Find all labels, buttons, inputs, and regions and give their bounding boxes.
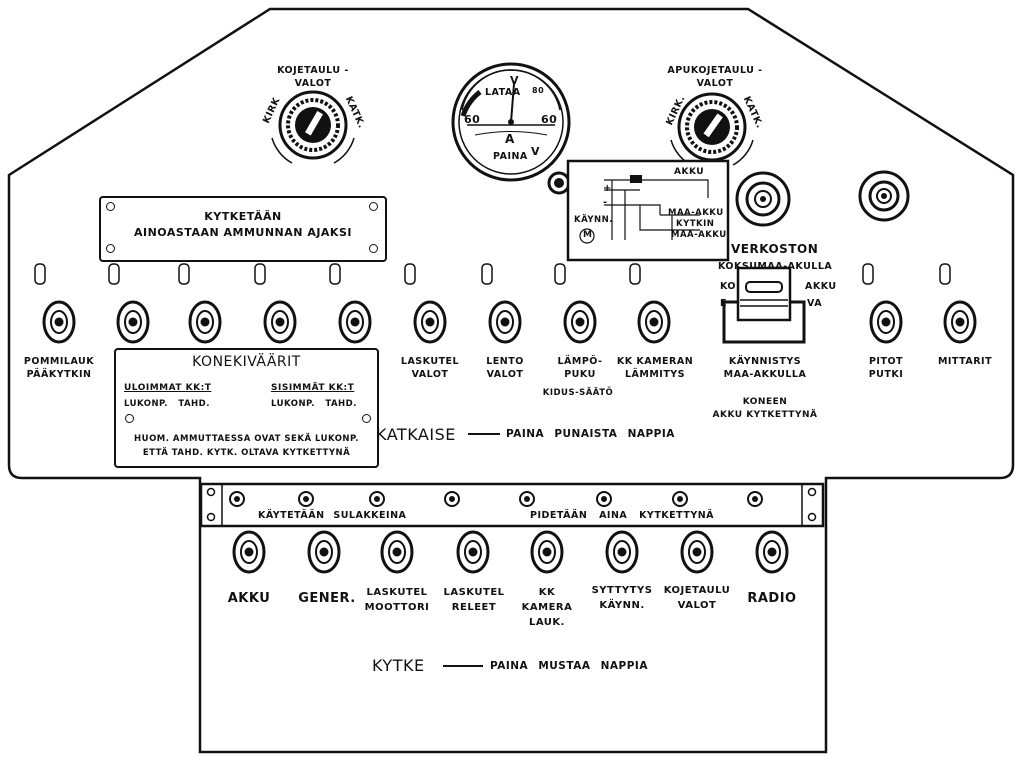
plate-screw	[106, 244, 115, 253]
ammeter-right-60: 60	[541, 113, 558, 126]
konekivaarit-note-2: ETTÄ TAHD. KYTK. OLTAVA KYTKETTYNÄ	[142, 448, 351, 458]
katkaise-instruction: PAINA PUNAISTA NAPPIA	[506, 428, 675, 440]
wiring-plus: +	[603, 183, 612, 194]
label-kaynnistys: KÄYNNISTYS MAA-AKKULLA	[723, 356, 807, 380]
top-toggle-row	[34, 263, 951, 285]
label-radio: RADIO	[747, 591, 797, 606]
kytketaan-line2: AINOASTAAN AMMUNNAN AJAKSI	[134, 226, 352, 239]
konekivaarit-right-sub: LUKONP. TAHD.	[271, 399, 357, 409]
label-laskutel-releet: LASKUTEL RELEET	[443, 587, 505, 613]
konekivaarit-plate: KONEKIVÄÄRIT ULOIMMAT KK:T SISIMMÄT KK:T…	[114, 348, 379, 468]
kytketaan-line1: KYTKETÄÄN	[204, 210, 282, 223]
bottom-button-row	[232, 530, 789, 574]
label-pommilauk: POMMILAUK PÄÄKYTKIN	[23, 356, 95, 380]
katkaise-word: KATKAISE	[376, 425, 456, 444]
wiring-diagram	[566, 159, 730, 262]
label-kk-kamera: KK KAMERA LAUK.	[521, 587, 573, 628]
ammeter-paina: PAINA	[493, 151, 528, 162]
label-lentovalot: LENTO VALOT	[486, 356, 524, 380]
verkoston-line3b: AKKU	[805, 281, 837, 292]
wiring-kaynn: KÄYNN.	[574, 215, 613, 225]
label-mittarit: MITTARIT	[937, 356, 993, 367]
fuse-strip-right-text: PIDETÄÄN AINA KYTKETTYNÄ	[530, 510, 715, 521]
dimmer-right-title: APUKOJETAULU - VALOT	[667, 65, 763, 89]
wiring-minus: -	[603, 197, 608, 208]
dimmer-left-title: KOJETAULU - VALOT	[277, 65, 349, 89]
verkoston-line4b: VA	[807, 298, 823, 309]
indicator-lamp	[547, 171, 571, 195]
ammeter-unit-a: A	[505, 132, 515, 146]
plate-screw	[362, 414, 371, 423]
dimmer-left-knob	[271, 90, 355, 164]
wiring-kytkin: KYTKIN	[676, 219, 715, 229]
wiring-maa-akku-2: MAA-AKKU	[671, 230, 727, 240]
round-gauge-1	[735, 171, 791, 227]
verkoston-line2: KOKSUMAA-AKULLA	[718, 261, 833, 272]
label-laskutel-valot: LASKUTEL VALOT	[400, 356, 460, 380]
konekivaarit-title: KONEKIVÄÄRIT	[192, 354, 301, 370]
label-kojetaulu-valot: KOJETAULU VALOT	[663, 585, 731, 611]
konekivaarit-left-sub: LUKONP. TAHD.	[124, 399, 210, 409]
label-gener: GENER.	[298, 591, 356, 606]
ammeter-gauge	[451, 62, 571, 182]
fuse-strip	[199, 482, 825, 528]
plate-screw	[369, 244, 378, 253]
label-kk-kameran: KK KAMERAN LÄMMITYS	[616, 356, 694, 380]
ground-battery-lever-switch	[722, 266, 806, 344]
konekivaarit-right-head: SISIMMÄT KK:T	[271, 383, 355, 393]
ammeter-left-60: 60	[464, 113, 481, 126]
label-kidus-saato: KIDUS-SÄÄTÖ	[542, 388, 614, 398]
plate-screw	[369, 202, 378, 211]
plate-screw	[106, 202, 115, 211]
label-pitot-putki: PITOT PUTKI	[868, 356, 904, 380]
wiring-maa-akku: MAA-AKKU	[668, 208, 724, 218]
ammeter-v-bottom: V	[531, 145, 541, 158]
verkoston-line3: KO	[720, 281, 737, 292]
konekivaarit-left-head: ULOIMMAT KK:T	[124, 383, 212, 393]
ammeter-v-top: V	[510, 74, 520, 87]
top-button-row	[42, 300, 977, 344]
ammeter-scale-80: 80	[532, 86, 545, 95]
round-gauge-2	[858, 170, 910, 222]
label-lampopuku: LÄMPÖ- PUKU	[557, 356, 603, 380]
wiring-akku: AKKU	[674, 167, 705, 177]
kytke-word: KYTKE	[372, 656, 425, 675]
ammeter-lataa: LATAA	[485, 87, 521, 98]
label-koneen-akku: KONEEN AKKU KYTKETTYNÄ	[712, 397, 818, 420]
label-syttytys: SYTTYTYS KÄYNN.	[591, 585, 653, 611]
konekivaarit-note-1: HUOM. AMMUTTAESSA OVAT SEKÄ LUKONP.	[134, 434, 359, 444]
verkoston-line4: E	[720, 298, 727, 309]
plate-screw	[125, 414, 134, 423]
label-akku: AKKU	[227, 591, 271, 606]
kytketaan-plate: KYTKETÄÄN AINOASTAAN AMMUNNAN AJAKSI	[99, 196, 387, 262]
verkoston-line1: VERKOSTON	[731, 242, 819, 256]
dimmer-right-knob	[670, 92, 754, 166]
label-laskutel-moottori: LASKUTEL MOOTTORI	[364, 587, 430, 613]
wiring-motor: M	[583, 230, 593, 240]
fuse-strip-left-text: KÄYTETÄÄN SULAKKEINA	[258, 510, 407, 521]
kytke-instruction: PAINA MUSTAA NAPPIA	[490, 660, 648, 672]
